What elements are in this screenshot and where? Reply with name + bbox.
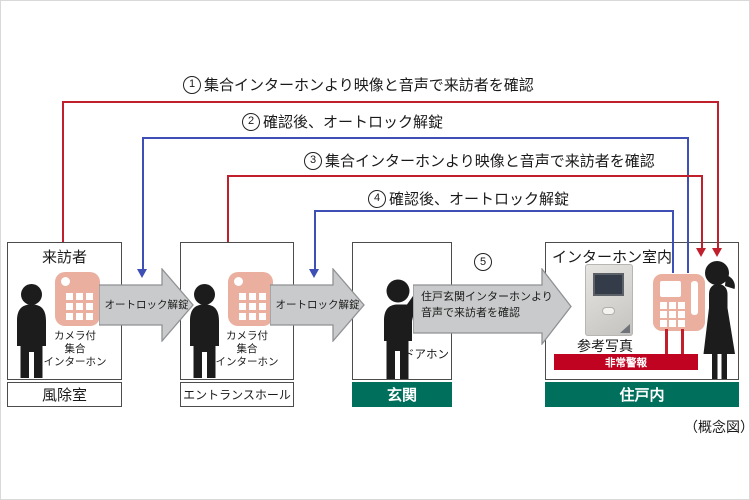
step5-arrow-icon xyxy=(413,268,572,345)
unit-zone-title: インターホン室内 xyxy=(552,249,673,266)
step3-line-left-vertical xyxy=(227,175,229,242)
step-4-label: 確認後、オートロック解錠 xyxy=(389,191,570,208)
step4-line-horizontal xyxy=(314,210,674,212)
step1-arrow-down-icon xyxy=(712,248,722,257)
step-4-label-row: 4 確認後、オートロック解錠 xyxy=(368,188,569,209)
entrance-hall-person-icon xyxy=(187,284,227,378)
unit-zone-box: インターホン室内 参考写真 非常警報 xyxy=(545,242,739,380)
camera-lens-dot xyxy=(234,277,243,286)
autolock-arrow-1-label: オートロック解錠 xyxy=(104,299,189,311)
handset-screen xyxy=(660,281,681,297)
step-3-label-row: 3 集合インターホンより映像と音声で来訪者を確認 xyxy=(304,150,655,171)
step-3-label: 集合インターホンより映像と音声で来訪者を確認 xyxy=(325,153,655,170)
step1-line-left-vertical xyxy=(62,101,64,242)
autolock-arrow-2-icon xyxy=(270,268,365,342)
step4-line-left-vertical xyxy=(314,210,316,270)
room-intercom-handset-icon xyxy=(653,274,705,331)
step5-arrow-label-line1: 住戸玄関インターホンより xyxy=(421,291,553,303)
step-5-number-icon: 5 xyxy=(474,253,492,271)
resident-person-icon xyxy=(701,260,738,379)
step1-line-right-vertical xyxy=(717,101,719,249)
room-label-entry: 玄関 xyxy=(352,382,452,407)
autolock-arrow-2-label: オートロック解錠 xyxy=(275,299,360,311)
alarm-connector-line xyxy=(665,329,668,354)
camera-intercom-caption: カメラ付 集合 インターホン xyxy=(215,330,279,368)
step-2-number-icon: 2 xyxy=(242,112,260,131)
step2-line-horizontal xyxy=(142,137,689,139)
room-label-wind-lobby: 風除室 xyxy=(7,382,122,407)
handset-keypad-grid xyxy=(660,302,685,327)
step-2-label: 確認後、オートロック解錠 xyxy=(263,114,444,131)
camera-intercom-icon xyxy=(228,272,273,326)
step-1-number-icon: 1 xyxy=(183,75,201,94)
photo-caption: 参考写真 xyxy=(577,338,633,354)
step3-line-horizontal xyxy=(227,175,703,177)
step-4-number-icon: 4 xyxy=(368,189,386,208)
alarm-connector-line xyxy=(681,329,684,354)
camera-intercom-icon xyxy=(55,272,100,326)
step4-arrow-down-icon xyxy=(309,269,319,278)
step3-arrow-down-icon xyxy=(696,248,706,257)
doorphone-label: ドアホン xyxy=(403,349,449,361)
step-2-label-row: 2 確認後、オートロック解錠 xyxy=(242,111,443,132)
diagram-type-caption: （概念図） xyxy=(684,419,750,435)
entry-person-icon xyxy=(375,279,433,379)
visitor-zone-title: 来訪者 xyxy=(41,249,87,266)
emergency-alarm-banner: 非常警報 xyxy=(554,354,698,370)
photo-screen xyxy=(593,273,624,296)
autolock-arrow-1-icon xyxy=(99,268,194,342)
keypad-grid xyxy=(239,293,266,320)
step4-line-right-vertical xyxy=(672,210,674,273)
visitor-zone-box: 来訪者 カメラ付 集合 インターホン xyxy=(7,242,122,380)
photo-speaker xyxy=(620,324,630,333)
step2-arrow-down-icon xyxy=(137,269,147,278)
step2-line-right-vertical xyxy=(687,137,689,273)
step-1-label: 集合インターホンより映像と音声で来訪者を確認 xyxy=(204,77,534,94)
step1-line-horizontal xyxy=(62,101,719,103)
camera-lens-dot xyxy=(61,277,70,286)
step-3-number-icon: 3 xyxy=(304,151,322,170)
handset-receiver-bar xyxy=(691,281,698,315)
camera-intercom-caption: カメラ付 集合 インターホン xyxy=(43,330,107,368)
intercom-photo xyxy=(585,264,633,336)
step5-arrow-label: 住戸玄関インターホンより 音声で来訪者を確認 xyxy=(421,290,553,322)
step5-arrow-label-line2: 音声で来訪者を確認 xyxy=(421,306,520,319)
visitor-person-icon xyxy=(14,284,54,378)
room-label-entrance-hall: エントランスホール xyxy=(180,382,294,407)
step-1-label-row: 1 集合インターホンより映像と音声で来訪者を確認 xyxy=(183,74,534,95)
step3-line-right-vertical xyxy=(701,175,703,249)
keypad-grid xyxy=(66,293,93,320)
photo-button xyxy=(603,308,614,314)
step2-line-left-vertical xyxy=(142,137,144,270)
step-5-label-row: 5 xyxy=(474,253,492,271)
room-label-unit: 住戸内 xyxy=(545,382,739,407)
